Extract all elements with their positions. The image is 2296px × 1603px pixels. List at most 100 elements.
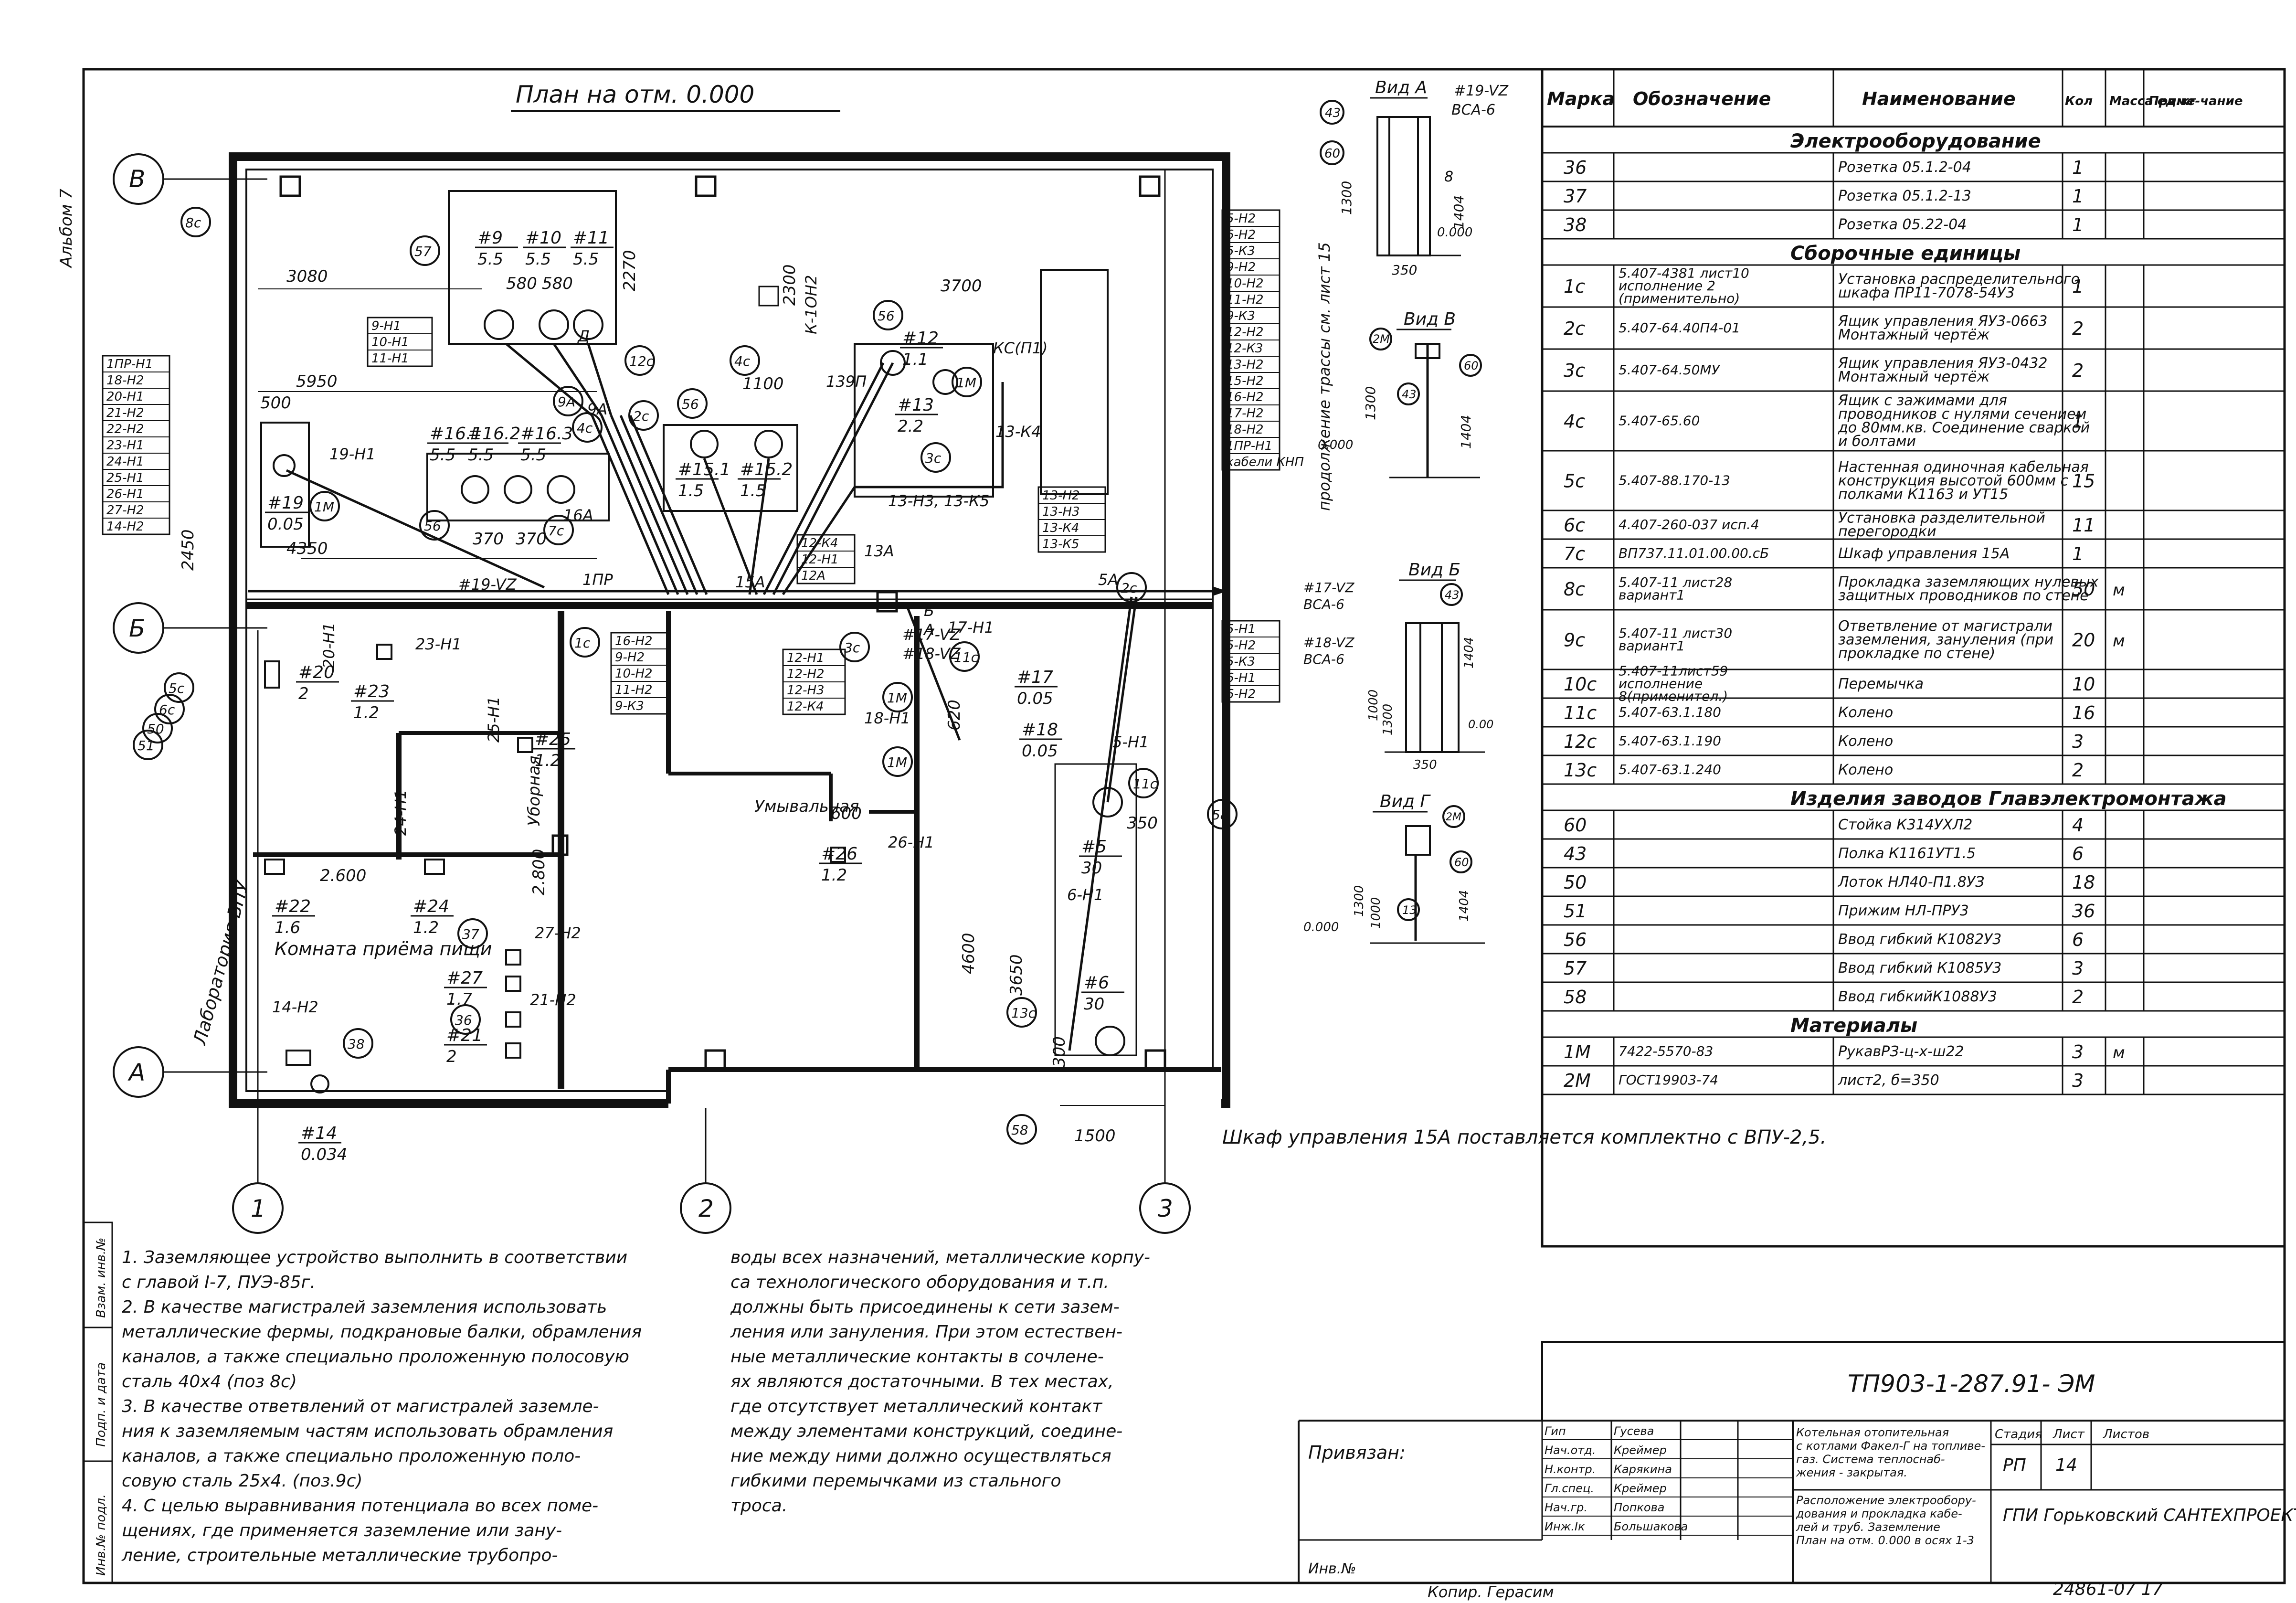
note-line: са технологического оборудования и т.п. bbox=[730, 1273, 1109, 1292]
svg-text:1000: 1000 bbox=[1369, 897, 1383, 929]
callout: 4с bbox=[730, 345, 760, 376]
plan-label: 1ПР bbox=[582, 571, 613, 589]
spec-text: Ввод гибкийК1088У3 bbox=[1838, 988, 1997, 1005]
plan-label: Б bbox=[924, 602, 934, 620]
spec-mark: 43 bbox=[1564, 843, 1587, 864]
callout-label: 2с bbox=[1121, 580, 1137, 596]
note-line: ях являются достаточными. В тех местах, bbox=[730, 1372, 1113, 1391]
note-line: щениях, где применяется заземление или з… bbox=[122, 1521, 562, 1540]
svg-text:60: 60 bbox=[1454, 856, 1469, 869]
cable-list-item: 20-Н1 bbox=[106, 390, 144, 404]
equipment-power: 0.05 bbox=[267, 515, 304, 534]
svg-text:0.000: 0.000 bbox=[1437, 225, 1472, 240]
svg-text:350: 350 bbox=[1392, 262, 1417, 278]
svg-text:43: 43 bbox=[1445, 588, 1460, 602]
cable-list-item: 11-Н2 bbox=[1226, 293, 1264, 307]
dimension-value: 300 bbox=[1050, 1036, 1069, 1067]
svg-text:1300: 1300 bbox=[1381, 704, 1395, 735]
spec-text: ГОСТ19903-74 bbox=[1619, 1072, 1718, 1088]
svg-text:1404: 1404 bbox=[1458, 415, 1474, 449]
callout: 3с bbox=[921, 442, 951, 473]
callout: 13с bbox=[1006, 997, 1037, 1028]
spec-qty: 10 bbox=[2072, 674, 2095, 695]
spec-text: 5.407-4381 лист10 bbox=[1619, 265, 1749, 281]
spec-mark: 56 bbox=[1564, 929, 1587, 950]
side-stamp: Взам. инв.№ Подп. и дата Инв.№ подл. bbox=[83, 1221, 113, 1584]
view-a-title: Вид А bbox=[1375, 78, 1427, 97]
plan-label: #19-VZ bbox=[458, 575, 517, 594]
cable-list-item: 5-Н1 bbox=[1226, 622, 1256, 637]
note-line: где отсутствует металлический контакт bbox=[730, 1397, 1102, 1416]
cable-list-item: 16-Н2 bbox=[615, 634, 653, 648]
svg-text:#17-VZ: #17-VZ bbox=[1303, 580, 1354, 595]
plan-label: 9А bbox=[587, 400, 607, 418]
spec-text: проводников с нулями сечением bbox=[1838, 406, 2086, 423]
spec-row: 43 Полка К1161УТ1.5 6 bbox=[1564, 843, 2084, 864]
spec-qty: 1 bbox=[2072, 543, 2084, 564]
spec-qty: 1 bbox=[2072, 411, 2084, 432]
spec-mark: 50 bbox=[1564, 872, 1587, 893]
callout-label: 1М bbox=[314, 499, 334, 515]
callout-label: 4с bbox=[577, 420, 593, 436]
dimension-value: 2300 bbox=[780, 264, 799, 306]
axis-3: 3 bbox=[1139, 170, 1191, 1234]
dimension-value: 580 bbox=[542, 274, 573, 293]
equipment-power: 0.034 bbox=[301, 1145, 347, 1164]
spec-text: вариант1 bbox=[1619, 587, 1685, 603]
spec-mark: 13с bbox=[1564, 760, 1597, 781]
cable-list-item: 5-К3 bbox=[1226, 655, 1255, 669]
equipment-number: #19 bbox=[267, 493, 304, 513]
callout-label: 13с bbox=[1011, 1005, 1036, 1021]
spec-text: (применительно) bbox=[1619, 291, 1740, 307]
callout-label: 1с bbox=[574, 635, 591, 651]
cable-list-item: 9-Н1 bbox=[371, 319, 401, 333]
svg-text:1300: 1300 bbox=[1339, 181, 1354, 215]
equipment-tag: #180.05 bbox=[1019, 720, 1062, 761]
note-line: металлические фермы, подкрановые балки, … bbox=[122, 1322, 642, 1342]
view-v-title: Вид Б bbox=[1408, 560, 1460, 580]
equipment-tag: #95.5 bbox=[475, 228, 518, 269]
plan-label: 5А bbox=[1098, 571, 1118, 589]
cable-list-item: 11-Н1 bbox=[371, 351, 409, 366]
equipment-power: 1.2 bbox=[413, 918, 439, 937]
plan-label: Д bbox=[577, 327, 590, 345]
note-line: ления или зануления. При этом естествен- bbox=[730, 1322, 1122, 1342]
spec-qty: 3 bbox=[2072, 1041, 2084, 1062]
table-header: Марка bbox=[1547, 88, 1615, 109]
equipment-number: #23 bbox=[353, 682, 390, 701]
view-v: Вид Б #17-VZ ВСА-6 #18-VZ ВСА-6 1000 130… bbox=[1303, 560, 1493, 772]
equipment-number: #17 bbox=[1017, 668, 1053, 687]
equipment-number: #16.1 bbox=[430, 424, 482, 444]
svg-text:350: 350 bbox=[1413, 758, 1437, 772]
plan-label: 14-Н2 bbox=[272, 998, 318, 1016]
callout: 2с bbox=[1116, 572, 1147, 603]
spec-text: Полка К1161УТ1.5 bbox=[1838, 845, 1976, 862]
svg-text:43: 43 bbox=[1325, 106, 1341, 120]
callout: 1М bbox=[882, 746, 913, 777]
callout-label: 8с bbox=[185, 215, 201, 231]
callout-label: 2с bbox=[633, 408, 649, 424]
callout-label: 1М bbox=[887, 754, 907, 770]
spec-qty: 1 bbox=[2072, 157, 2084, 178]
callout: 11с bbox=[1128, 768, 1159, 798]
note-line: между элементами конструкций, соедине- bbox=[730, 1422, 1122, 1441]
room-dining: Комната приёма пищи bbox=[275, 938, 492, 959]
spec-text: Монтажный чертёж bbox=[1838, 327, 1989, 343]
cable-list-item: 27-Н2 bbox=[106, 503, 144, 518]
svg-text:А: А bbox=[127, 1059, 145, 1086]
equipment-number: #25 bbox=[535, 730, 571, 749]
spec-qty: 6 bbox=[2072, 843, 2084, 864]
spec-text: полками К1163 и УТ15 bbox=[1838, 486, 2008, 503]
spec-mark: 11с bbox=[1564, 702, 1597, 723]
spec-text: Прижим НЛ-ПРУ3 bbox=[1838, 902, 1969, 919]
note-line: каналов, а также специально проложенную … bbox=[122, 1347, 629, 1367]
cable-list-item: 23-Н1 bbox=[106, 438, 144, 453]
callout: 7с bbox=[543, 515, 574, 545]
dimension-value: 2270 bbox=[620, 250, 639, 291]
